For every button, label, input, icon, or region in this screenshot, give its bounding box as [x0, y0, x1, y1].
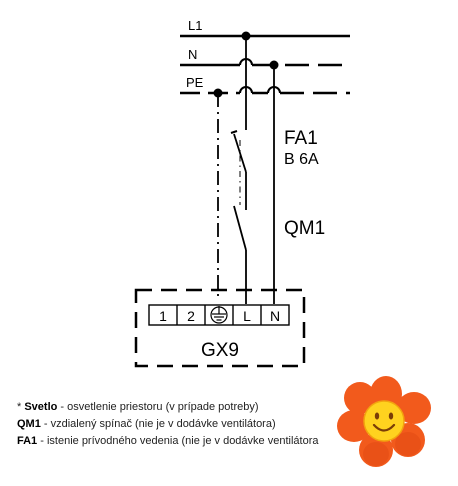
- label-pe: PE: [186, 75, 204, 90]
- legend-item-svetlo: * Svetlo - osvetlenie priestoru (v prípa…: [17, 399, 318, 416]
- terminal-n: N: [270, 308, 280, 324]
- terminal-2: 2: [187, 308, 195, 324]
- legend-prefix: *: [17, 401, 25, 413]
- fa1-contact: [233, 133, 247, 173]
- qm1-name: QM1: [284, 218, 325, 239]
- ground-icon: [210, 306, 228, 324]
- legend-term: Svetlo: [24, 401, 58, 413]
- legend-item-qm1: QM1 - vzdialený spínač (nie je v dodávke…: [17, 416, 318, 433]
- smiley-flower-icon: [337, 376, 431, 467]
- legend: * Svetlo - osvetlenie priestoru (v prípa…: [17, 399, 318, 450]
- legend-item-fa1: FA1 - istenie prívodného vedenia (nie je…: [17, 433, 318, 450]
- legend-desc: - istenie prívodného vedenia (nie je v d…: [37, 435, 319, 447]
- qm1-contact: [233, 205, 247, 251]
- label-l1: L1: [188, 18, 202, 33]
- gx9-name: GX9: [201, 340, 239, 361]
- legend-term: QM1: [17, 418, 41, 430]
- terminal-1: 1: [159, 308, 167, 324]
- legend-desc: - osvetlenie priestoru (v prípade potreb…: [57, 401, 259, 413]
- pe-junction: [213, 88, 223, 98]
- terminal-block: 1 2 L N: [148, 304, 290, 326]
- terminal-strip: [148, 304, 290, 326]
- gx9-enclosure: [134, 288, 306, 368]
- fa1-trip-mark: [230, 130, 238, 134]
- label-n: N: [188, 47, 197, 62]
- fa1-rating: B 6A: [284, 151, 319, 168]
- legend-desc: - vzdialený spínač (nie je v dodávke ven…: [40, 418, 276, 430]
- legend-term: FA1: [17, 435, 38, 447]
- fa1-name: FA1: [284, 128, 318, 149]
- terminal-l: L: [243, 308, 251, 324]
